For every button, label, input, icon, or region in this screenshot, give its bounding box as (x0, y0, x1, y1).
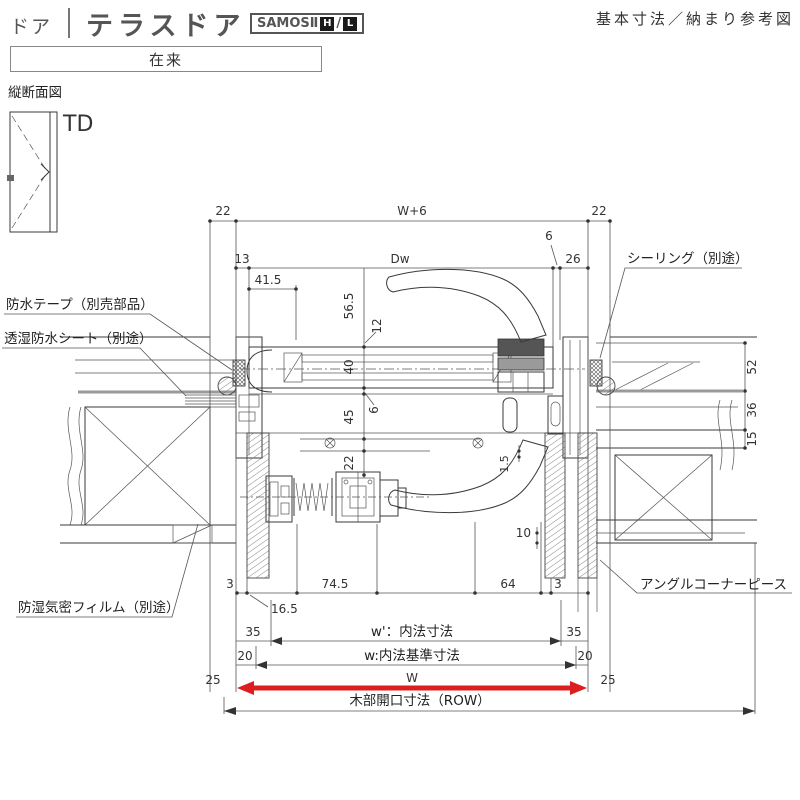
svg-text:w'：内法寸法: w'：内法寸法 (371, 624, 453, 640)
lock-mechanism (240, 471, 430, 523)
svg-text:52: 52 (745, 359, 759, 374)
svg-text:20: 20 (577, 649, 592, 663)
svg-text:26: 26 (565, 252, 580, 266)
svg-text:W+6: W+6 (397, 204, 427, 218)
right-wall (589, 336, 757, 544)
series-grade-sep: / (336, 16, 342, 31)
callout-moisture-film: 防湿気密フィルム（別途） (18, 599, 179, 616)
construction-type-box: 在来 (10, 46, 322, 72)
svg-text:22: 22 (591, 204, 606, 218)
svg-text:22: 22 (342, 455, 356, 470)
svg-text:40: 40 (342, 359, 356, 374)
svg-text:41.5: 41.5 (255, 273, 282, 287)
weatherstrip-curve (246, 349, 273, 393)
series-name: SAMOSⅡ (257, 16, 319, 31)
svg-text:6: 6 (545, 229, 553, 243)
dowel-right (596, 376, 616, 396)
handle-escutcheon (497, 338, 545, 357)
door-handle-mark (7, 175, 14, 181)
svg-text:25: 25 (600, 673, 615, 687)
category-label: ドア (10, 16, 53, 38)
svg-text:木部開口寸法（ROW）: 木部開口寸法（ROW） (349, 693, 490, 709)
dowel-left (217, 376, 237, 396)
svg-text:6: 6 (367, 406, 381, 414)
sheet-note: 基本寸法／納まり参考図 (595, 10, 794, 28)
section-view-label: 縦断面図 (8, 85, 62, 101)
callout-angle-corner: アングルコーナーピース (640, 577, 787, 593)
svg-text:36: 36 (745, 402, 759, 417)
product-title: テラスドア (86, 11, 246, 42)
svg-text:64: 64 (500, 577, 515, 591)
svg-text:3: 3 (554, 577, 562, 591)
svg-text:w:内法基準寸法: w:内法基準寸法 (364, 647, 460, 664)
svg-text:20: 20 (237, 649, 252, 663)
svg-text:22: 22 (215, 204, 230, 218)
moisture-sheet-layers (185, 394, 236, 405)
door-leaf (248, 346, 554, 389)
svg-text:25: 25 (205, 673, 220, 687)
door-swing-symbol (7, 111, 58, 233)
dimensions: 22 W+6 22 13 Dw 6 26 41.5 56.5 12 (205, 204, 759, 715)
svg-text:35: 35 (245, 625, 260, 639)
screw-symbol (472, 437, 484, 449)
svg-text:1.5: 1.5 (498, 455, 511, 473)
callout-waterproof-tape: 防水テープ（別売部品） (6, 297, 154, 313)
series-grade-h: H (320, 16, 335, 31)
svg-text:W: W (406, 671, 418, 685)
left-wall (60, 336, 246, 544)
break-line (729, 399, 735, 471)
glass-pane (301, 372, 494, 381)
inside-handle (388, 439, 549, 514)
svg-text:Dw: Dw (390, 252, 409, 266)
break-line (67, 406, 73, 526)
spindle-housing (502, 397, 518, 433)
screw-symbol (324, 437, 336, 449)
break-line (78, 406, 84, 526)
outside-handle (386, 268, 547, 343)
svg-text:16.5: 16.5 (271, 602, 298, 616)
sealing-hatch (589, 359, 603, 387)
door-code: TD (62, 112, 93, 137)
series-badge: SAMOSⅡ H / L (250, 13, 365, 34)
header-divider (68, 8, 70, 38)
callout-sealing: シーリング（別途） (627, 250, 749, 267)
svg-text:10: 10 (516, 526, 531, 540)
callout-labels: 防水テープ（別売部品） 透湿防水シート（別途） シーリング（別途） アングルコー… (2, 250, 792, 618)
series-grade-l: L (343, 16, 358, 31)
wood-stud (246, 432, 270, 579)
svg-text:13: 13 (234, 252, 249, 266)
svg-text:45: 45 (342, 409, 356, 424)
wood-stud (544, 432, 566, 579)
break-line (717, 399, 723, 471)
right-stud-xbrace (614, 454, 713, 541)
svg-text:12: 12 (370, 318, 384, 333)
svg-text:56.5: 56.5 (342, 293, 356, 320)
wood-stud (577, 432, 598, 579)
svg-text:15: 15 (745, 431, 759, 446)
glass-pane (301, 354, 494, 363)
callout-moisture-sheet: 透湿防水シート（別途） (4, 330, 153, 347)
door-frame-section (235, 268, 598, 612)
spring (295, 482, 329, 512)
svg-text:3: 3 (226, 577, 234, 591)
svg-text:74.5: 74.5 (322, 577, 349, 591)
svg-text:35: 35 (566, 625, 581, 639)
